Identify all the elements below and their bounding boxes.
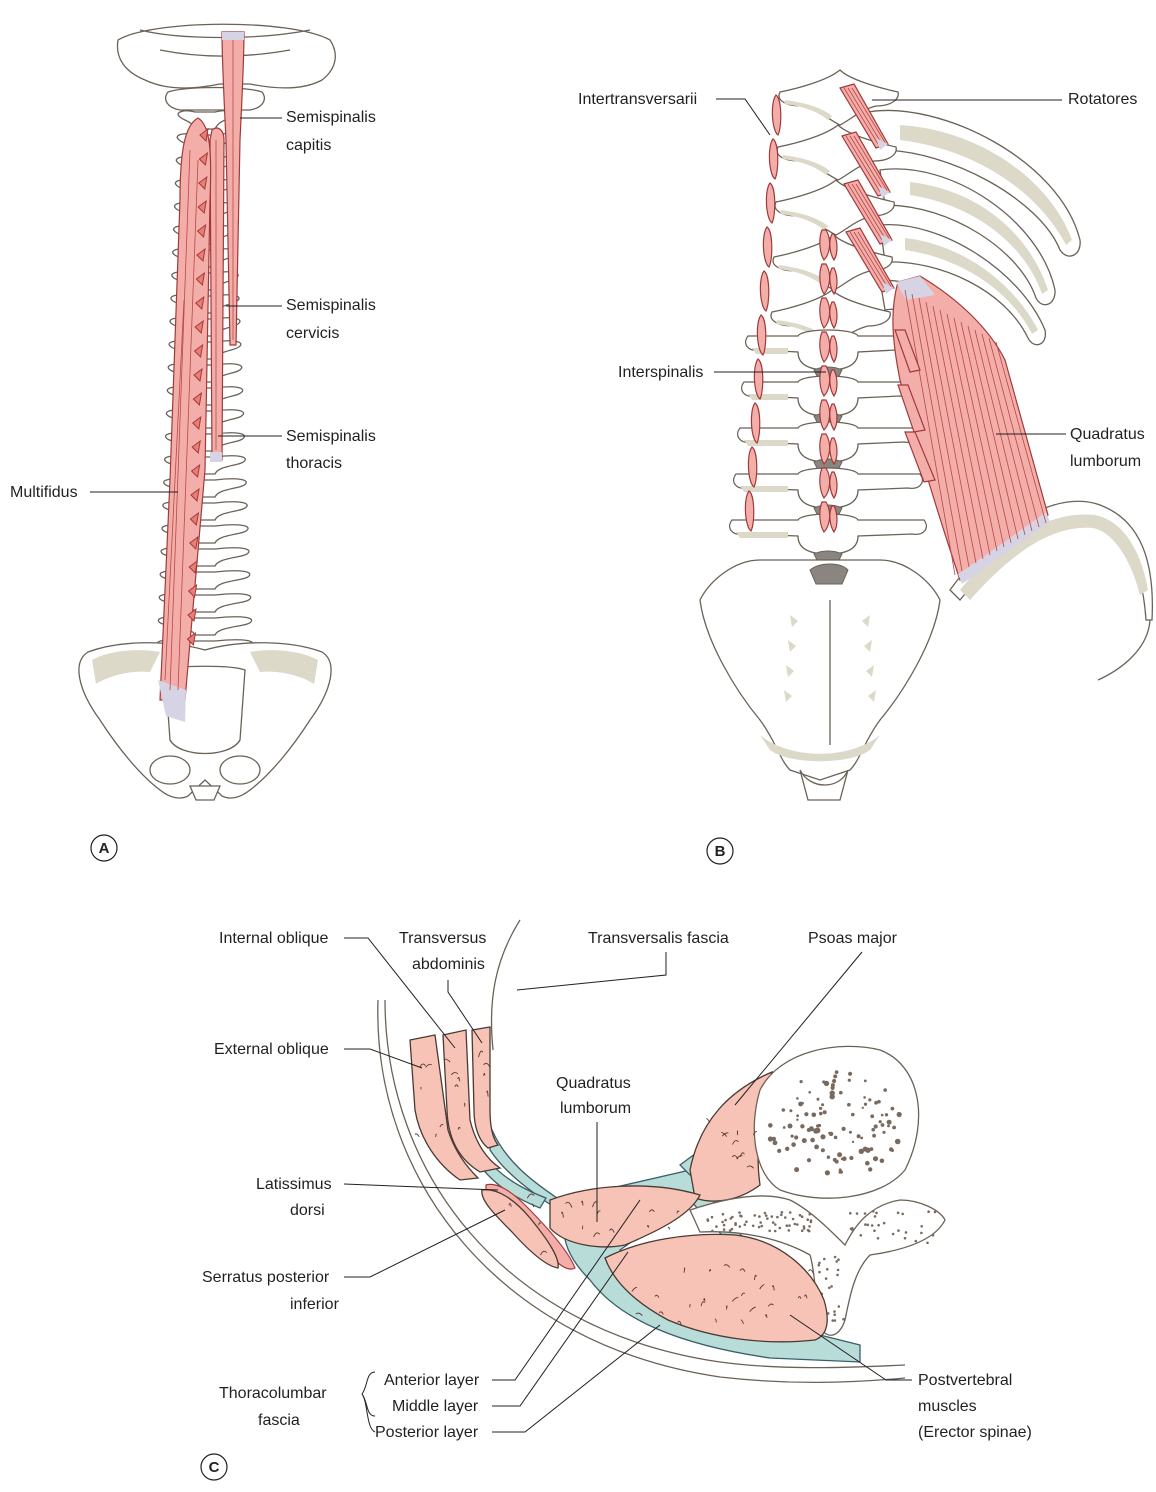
label-rotatores: Rotatores xyxy=(1068,91,1137,108)
label-latissimus-dorsi-1: Latissimus xyxy=(256,1176,332,1193)
label-multifidus: Multifidus xyxy=(10,484,78,501)
label-thoracolumbar-fascia-2: fascia xyxy=(258,1412,300,1429)
label-semispinalis-cervicis-2: cervicis xyxy=(286,325,339,342)
label-semispinalis-thoracis-2: thoracis xyxy=(286,455,342,472)
label-quadratus-lumborum-c-2: lumborum xyxy=(560,1100,631,1117)
pelvis xyxy=(79,643,331,800)
label-psoas-major: Psoas major xyxy=(808,930,898,947)
label-postvertebral-3: (Erector spinae) xyxy=(918,1424,1032,1441)
label-serratus-posterior-inferior-1: Serratus posterior xyxy=(202,1269,330,1286)
label-serratus-posterior-inferior-2: inferior xyxy=(290,1296,340,1313)
label-middle-layer: Middle layer xyxy=(392,1398,479,1415)
label-internal-oblique: Internal oblique xyxy=(219,930,329,947)
label-thoracolumbar-fascia-1: Thoracolumbar xyxy=(219,1385,327,1402)
transversus-abdominis-muscle xyxy=(472,1027,498,1148)
atlas xyxy=(166,88,265,111)
label-intertransversarii: Intertransversarii xyxy=(578,91,697,108)
label-quadratus-lumborum-b-1: Quadratus xyxy=(1070,426,1145,443)
label-semispinalis-capitis-1: Semispinalis xyxy=(286,109,376,126)
sacrum xyxy=(700,560,940,800)
label-semispinalis-thoracis-1: Semispinalis xyxy=(286,428,376,445)
semispinalis-thoracis-muscle xyxy=(210,128,224,462)
label-semispinalis-capitis-2: capitis xyxy=(286,137,331,154)
label-interspinalis: Interspinalis xyxy=(618,364,703,381)
label-external-oblique: External oblique xyxy=(214,1041,329,1058)
label-latissimus-dorsi-2: dorsi xyxy=(290,1202,325,1219)
label-quadratus-lumborum-b-2: lumborum xyxy=(1070,453,1141,470)
label-transversus-abdominis-2: abdominis xyxy=(412,956,485,973)
label-postvertebral-2: muscles xyxy=(918,1398,977,1415)
vertebral-body xyxy=(754,1046,918,1198)
label-semispinalis-cervicis-1: Semispinalis xyxy=(286,297,376,314)
panel-letter-c: C xyxy=(209,1459,220,1476)
label-postvertebral-1: Postvertebral xyxy=(918,1372,1012,1389)
label-transversus-abdominis-1: Transversus xyxy=(399,930,486,947)
interspinalis-muscle xyxy=(820,230,837,532)
label-posterior-layer: Posterior layer xyxy=(375,1424,479,1441)
postvertebral-muscles xyxy=(605,1234,827,1341)
label-quadratus-lumborum-c-1: Quadratus xyxy=(556,1075,631,1092)
label-transversalis-fascia: Transversalis fascia xyxy=(588,930,729,947)
label-anterior-layer: Anterior layer xyxy=(384,1372,480,1389)
panel-c xyxy=(378,920,945,1382)
panel-letter-a: A xyxy=(99,840,110,857)
panel-letter-b: B xyxy=(715,843,726,860)
